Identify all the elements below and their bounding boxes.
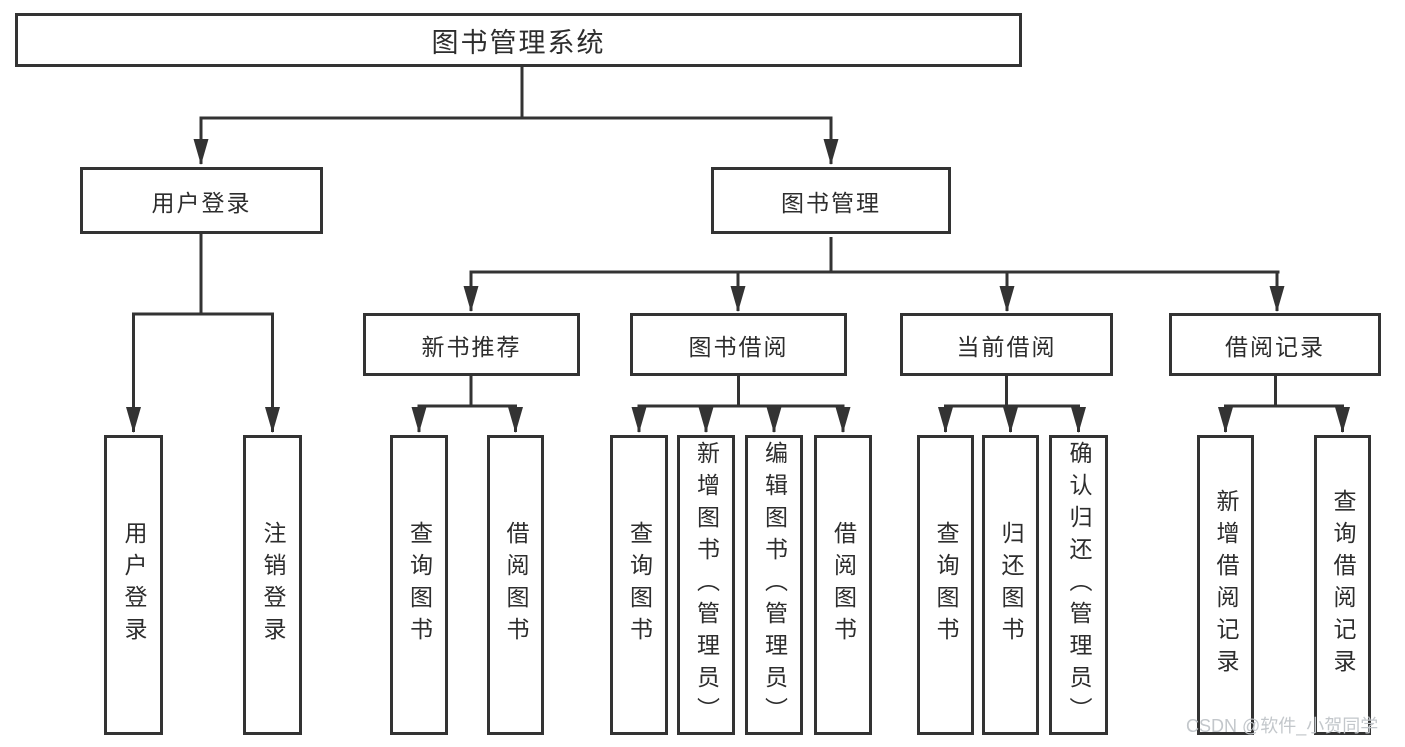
leaf-add-borrow-record: 新增借阅记录 bbox=[1197, 435, 1254, 735]
leaf-query-books-current: 查询图书 bbox=[917, 435, 974, 735]
leaf-query-books-recommend: 查询图书 bbox=[390, 435, 448, 735]
leaf-borrow-books: 借阅图书 bbox=[814, 435, 872, 735]
leaf-query-books-borrowing: 查询图书 bbox=[610, 435, 668, 735]
csdn-watermark: CSDN @软件_小贺同学 bbox=[1186, 716, 1379, 736]
node-book-borrowing: 图书借阅 bbox=[630, 313, 847, 376]
node-book-management: 图书管理 bbox=[711, 167, 951, 234]
node-new-book-recommendation: 新书推荐 bbox=[363, 313, 580, 376]
leaf-add-books-admin: 新增图书（管理员） bbox=[677, 435, 735, 735]
node-borrowing-records: 借阅记录 bbox=[1169, 313, 1381, 376]
leaf-borrow-books-recommend: 借阅图书 bbox=[487, 435, 544, 735]
node-library-system: 图书管理系统 bbox=[15, 13, 1022, 67]
leaf-edit-books-admin: 编辑图书（管理员） bbox=[745, 435, 803, 735]
leaf-user-login: 用户登录 bbox=[104, 435, 163, 735]
leaf-return-books: 归还图书 bbox=[982, 435, 1039, 735]
node-current-borrowing: 当前借阅 bbox=[900, 313, 1113, 376]
node-user-login: 用户登录 bbox=[80, 167, 323, 234]
leaf-query-borrow-record: 查询借阅记录 bbox=[1314, 435, 1371, 735]
leaf-confirm-return-admin: 确认归还（管理员） bbox=[1049, 435, 1108, 735]
leaf-logout: 注销登录 bbox=[243, 435, 302, 735]
